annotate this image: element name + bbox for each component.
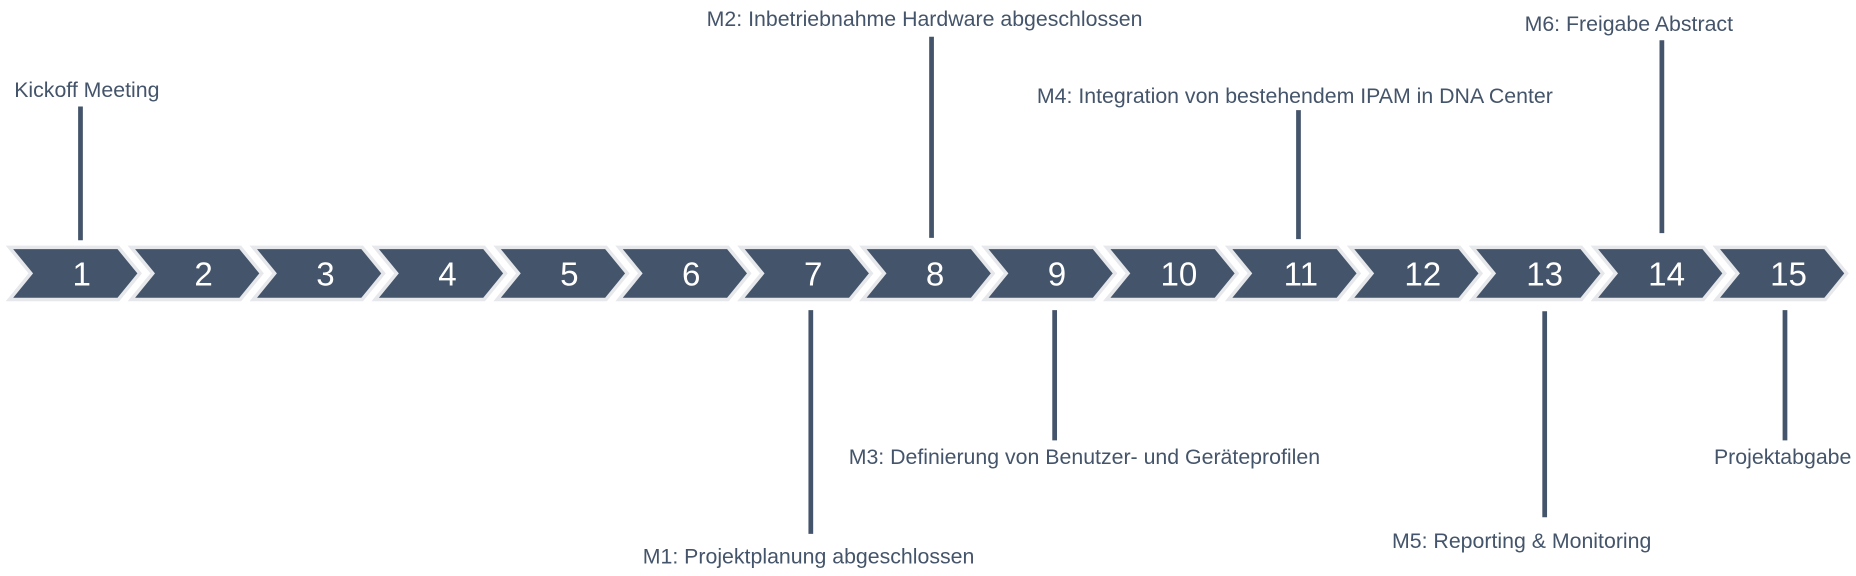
step-number-4: 4: [438, 256, 456, 293]
chevron-step-6: [615, 245, 752, 302]
chevron-step-7: [737, 245, 874, 302]
milestone-label-m4: M4: Integration von bestehendem IPAM in …: [1036, 84, 1553, 108]
step-number-5: 5: [560, 256, 578, 293]
chevron-step-4: [371, 245, 508, 302]
step-number-9: 9: [1048, 256, 1066, 293]
step-number-3: 3: [316, 256, 334, 293]
chevron-step-12: [1346, 245, 1484, 302]
step-number-1: 1: [72, 256, 90, 293]
step-number-11: 11: [1284, 256, 1318, 293]
milestone-label-kickoff: Kickoff Meeting: [14, 78, 160, 102]
milestone-label-m2: M2: Inbetriebnahme Hardware abgeschlosse…: [706, 7, 1143, 31]
chevron-step-2: [127, 245, 264, 302]
step-number-6: 6: [682, 256, 700, 293]
chevron-step-10: [1102, 245, 1240, 302]
milestone-label-m1: M1: Projektplanung abgeschlossen: [642, 544, 975, 569]
chevron-step-11: [1224, 245, 1362, 302]
milestone-label-projektabgabe: Projektabgabe: [1713, 445, 1852, 469]
chevron-step-5: [493, 245, 630, 302]
step-number-12: 12: [1404, 256, 1441, 293]
chevron-step-13: [1468, 245, 1605, 302]
step-number-2: 2: [194, 256, 212, 293]
step-number-15: 15: [1770, 256, 1807, 293]
milestone-label-m6: M6: Freigabe Abstract: [1524, 11, 1734, 36]
step-number-10: 10: [1161, 256, 1198, 293]
step-number-7: 7: [804, 256, 822, 293]
step-number-13: 13: [1526, 256, 1563, 293]
step-number-14: 14: [1648, 256, 1685, 293]
chevron-step-8: [859, 245, 996, 302]
step-number-8: 8: [926, 256, 944, 293]
milestone-label-m3: M3: Definierung von Benutzer- und Geräte…: [848, 445, 1321, 469]
milestone-connectors: [78, 36, 1788, 534]
chevron-step-14: [1590, 245, 1727, 302]
chevron-step-15: [1712, 245, 1849, 302]
milestone-label-m5: M5: Reporting & Monitoring: [1391, 529, 1652, 553]
chevron-step-9: [981, 245, 1118, 302]
chevron-step-3: [249, 245, 386, 302]
chevron-step-1: [5, 245, 142, 302]
